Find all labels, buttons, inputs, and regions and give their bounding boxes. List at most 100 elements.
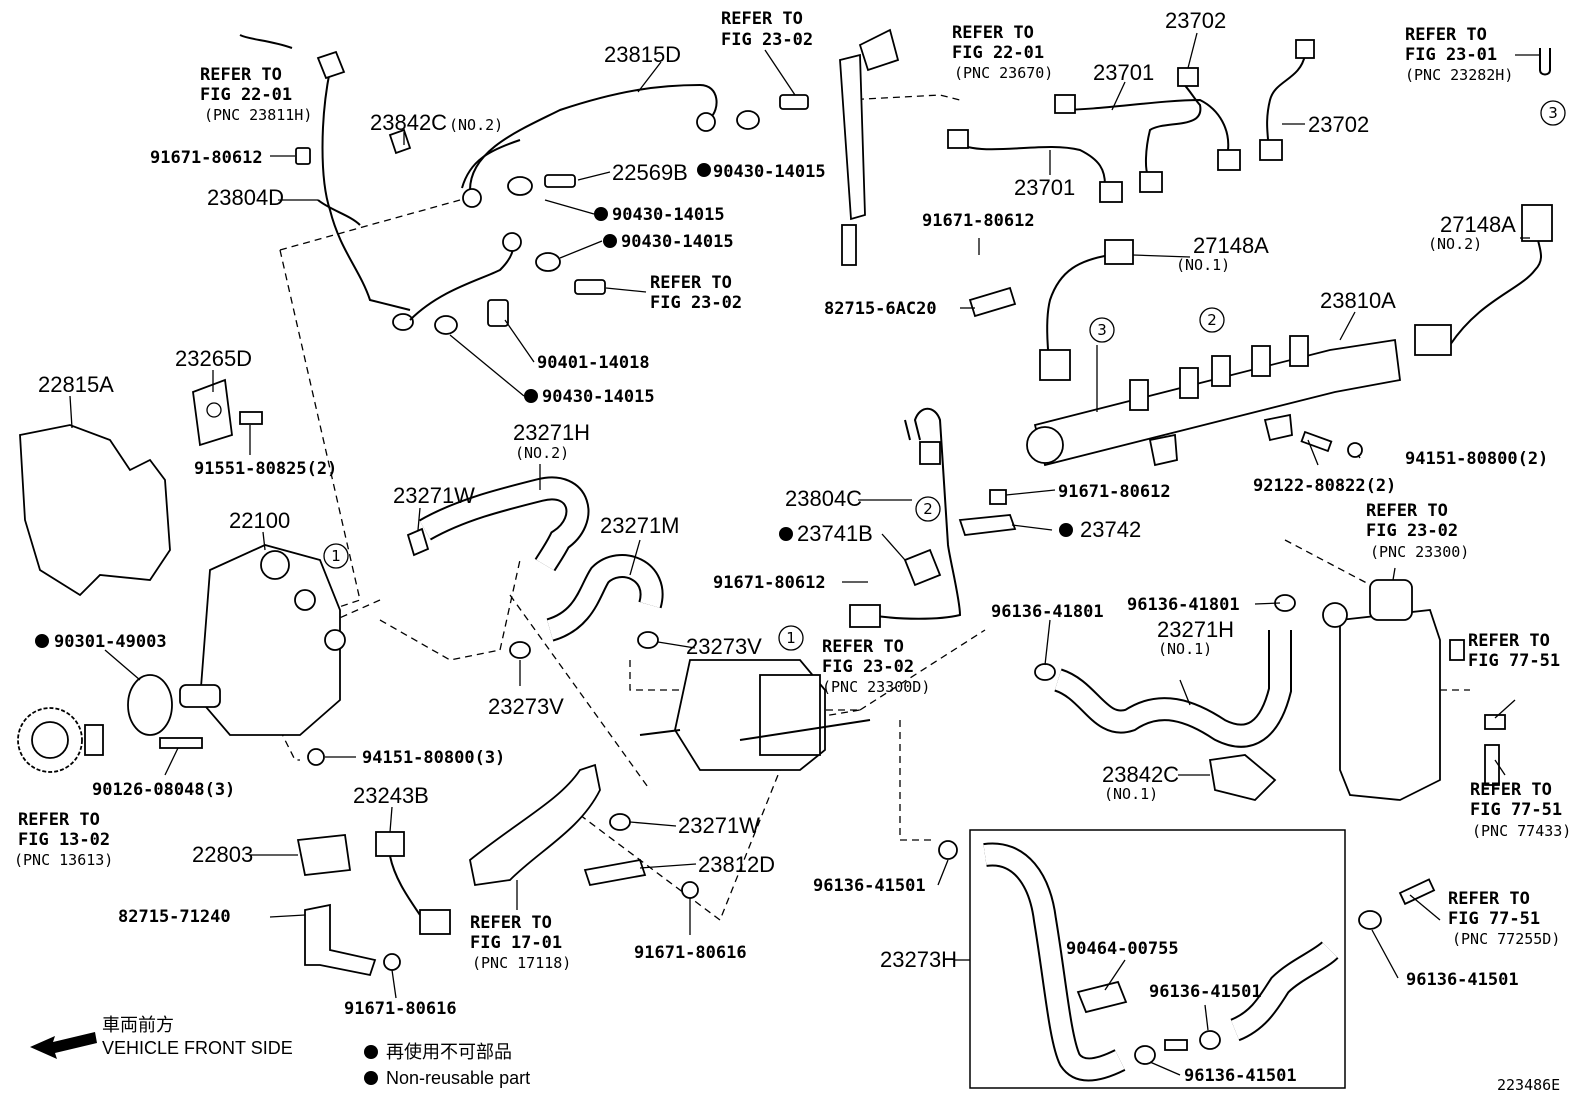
label-96136-41501-c: 96136-41501 xyxy=(1184,1066,1297,1086)
svg-text:(PNC 17118): (PNC 17118) xyxy=(472,954,571,972)
label-96136-41801-a: 96136-41801 xyxy=(991,602,1104,622)
label-90430-14015-a: 90430-14015 xyxy=(713,162,826,182)
label-23810A: 23810A xyxy=(1320,288,1396,313)
label-23243B: 23243B xyxy=(353,783,429,808)
svg-text:2: 2 xyxy=(923,500,933,518)
refer-fig-77-51-b: REFER TO FIG 77-51 (PNC 77433) xyxy=(1470,780,1571,840)
svg-text:(PNC 23300D): (PNC 23300D) xyxy=(822,678,930,696)
label-92122-80822: 92122-80822(2) xyxy=(1253,476,1396,496)
label-91551-80825: 91551-80825(2) xyxy=(194,459,337,479)
refer-fig-77-51-c: REFER TO FIG 77-51 (PNC 77255D) xyxy=(1448,889,1560,948)
svg-text:(PNC 13613): (PNC 13613) xyxy=(14,851,113,869)
refer-to-labels: REFER TO FIG 22-01 (PNC 23811H) REFER TO… xyxy=(14,9,1571,972)
label-27148A-no1: 27148A xyxy=(1193,233,1269,258)
label-23271W-a: 23271W xyxy=(393,483,475,508)
svg-text:FIG 23-02: FIG 23-02 xyxy=(1366,521,1458,541)
label-23842C-no1: 23842C xyxy=(1102,762,1179,787)
svg-text:REFER TO: REFER TO xyxy=(1366,501,1448,521)
svg-text:1: 1 xyxy=(331,547,341,565)
label-23701-top: 23701 xyxy=(1093,60,1154,85)
label-90430-14015-d: 90430-14015 xyxy=(542,387,655,407)
label-22100: 22100 xyxy=(229,508,290,533)
label-22815A: 22815A xyxy=(38,372,114,397)
legend-nonreusable-en: Non-reusable part xyxy=(386,1068,530,1088)
refer-fig-17-01: REFER TO FIG 17-01 (PNC 17118) xyxy=(470,913,571,972)
refer-fig-77-51-a: REFER TO FIG 77-51 xyxy=(1468,631,1560,671)
part-shapes xyxy=(17,28,1553,1089)
refer-fig-23-02-a: REFER TO FIG 23-02 xyxy=(721,9,813,50)
label-90301-49003: 90301-49003 xyxy=(54,632,167,652)
svg-text:1: 1 xyxy=(786,629,796,647)
svg-text:FIG 17-01: FIG 17-01 xyxy=(470,933,562,953)
label-23265D: 23265D xyxy=(175,346,252,371)
label-23702-right: 23702 xyxy=(1308,112,1369,137)
label-91671-80616-a: 91671-80616 xyxy=(344,999,457,1019)
svg-text:FIG 77-51: FIG 77-51 xyxy=(1468,651,1560,671)
svg-text:(PNC 23282H): (PNC 23282H) xyxy=(1405,66,1513,84)
label-23271H-no1-sub: (NO.1) xyxy=(1158,640,1212,658)
svg-text:FIG 77-51: FIG 77-51 xyxy=(1470,800,1562,820)
refer-fig-23-02-b: REFER TO FIG 23-02 xyxy=(650,273,742,313)
label-90126-08048: 90126-08048(3) xyxy=(92,780,235,800)
label-23271M: 23271M xyxy=(600,513,680,538)
svg-text:REFER TO: REFER TO xyxy=(1405,25,1487,45)
svg-text:REFER TO: REFER TO xyxy=(1448,889,1530,909)
svg-text:2: 2 xyxy=(1207,311,1217,329)
svg-text:FIG 77-51: FIG 77-51 xyxy=(1448,909,1540,929)
label-90430-14015-b: 90430-14015 xyxy=(612,205,725,225)
label-23842C-no2-sub: (NO.2) xyxy=(449,116,503,134)
refer-fig-23-02-c: REFER TO FIG 23-02 (PNC 23300D) xyxy=(822,637,930,696)
leader-lines xyxy=(69,32,1540,1076)
label-23271W-b: 23271W xyxy=(678,813,760,838)
circle-markers: 1 1 2 2 3 3 xyxy=(323,100,1566,651)
label-23271H-no2-sub: (NO.2) xyxy=(515,444,569,462)
label-22569B: 22569B xyxy=(612,160,688,185)
refer-fig-13-02: REFER TO FIG 13-02 (PNC 13613) xyxy=(14,810,113,869)
label-23842C-no1-sub: (NO.1) xyxy=(1104,785,1158,803)
svg-text:(PNC 23670): (PNC 23670) xyxy=(954,64,1053,82)
label-82715-6AC20: 82715-6AC20 xyxy=(824,299,937,319)
label-96136-41501-b: 96136-41501 xyxy=(1149,982,1262,1002)
label-23804D: 23804D xyxy=(207,185,284,210)
legend-nonreusable-cn: 再使用不可部品 xyxy=(386,1042,512,1062)
svg-text:REFER TO: REFER TO xyxy=(721,9,803,29)
label-23804C: 23804C xyxy=(785,486,862,511)
svg-text:(PNC 77433): (PNC 77433) xyxy=(1472,822,1571,840)
label-23701-bottom: 23701 xyxy=(1014,175,1075,200)
label-23812D: 23812D xyxy=(698,852,775,877)
label-23742: 23742 xyxy=(1080,517,1141,542)
label-94151-80800-2: 94151-80800(2) xyxy=(1405,449,1548,469)
label-22803: 22803 xyxy=(192,842,253,867)
part-labels: 23815D 23702 23701 23701 23702 23842C (N… xyxy=(38,8,1548,1086)
svg-text:(PNC 77255D): (PNC 77255D) xyxy=(1452,930,1560,948)
svg-text:REFER TO: REFER TO xyxy=(952,23,1034,43)
label-91671-80616-b: 91671-80616 xyxy=(634,943,747,963)
svg-text:FIG 22-01: FIG 22-01 xyxy=(952,43,1044,63)
label-91671-80612-b: 91671-80612 xyxy=(922,211,1035,231)
label-91671-80612-c: 91671-80612 xyxy=(1058,482,1171,502)
label-90401-14018: 90401-14018 xyxy=(537,353,650,373)
label-96136-41501-a: 96136-41501 xyxy=(813,876,926,896)
svg-text:REFER TO: REFER TO xyxy=(822,637,904,657)
legend: 車両前方 VEHICLE FRONT SIDE 再使用不可部品 Non-reus… xyxy=(30,1015,1560,1094)
label-90430-14015-c: 90430-14015 xyxy=(621,232,734,252)
label-23741B: 23741B xyxy=(797,521,873,546)
label-27148A-no2: 27148A xyxy=(1440,212,1516,237)
non-reusable-dots xyxy=(35,163,1073,1085)
svg-text:REFER TO: REFER TO xyxy=(18,810,100,830)
label-96136-41801-b: 96136-41801 xyxy=(1127,595,1240,615)
svg-text:(PNC 23300): (PNC 23300) xyxy=(1370,543,1469,561)
svg-text:3: 3 xyxy=(1548,104,1558,122)
label-90464-00755: 90464-00755 xyxy=(1066,939,1179,959)
svg-text:FIG 23-02: FIG 23-02 xyxy=(650,293,742,313)
svg-text:REFER TO: REFER TO xyxy=(1468,631,1550,651)
svg-text:REFER TO: REFER TO xyxy=(650,273,732,293)
label-23271H-no1: 23271H xyxy=(1157,617,1234,642)
svg-text:FIG 22-01: FIG 22-01 xyxy=(200,85,292,105)
refer-fig-22-01-a: REFER TO FIG 22-01 (PNC 23811H) xyxy=(200,65,312,124)
label-27148A-no1-sub: (NO.1) xyxy=(1176,256,1230,274)
label-23273V-a: 23273V xyxy=(686,634,762,659)
svg-text:FIG 23-01: FIG 23-01 xyxy=(1405,45,1497,65)
refer-fig-22-01-b: REFER TO FIG 22-01 (PNC 23670) xyxy=(952,23,1053,82)
svg-text:3: 3 xyxy=(1097,321,1107,339)
